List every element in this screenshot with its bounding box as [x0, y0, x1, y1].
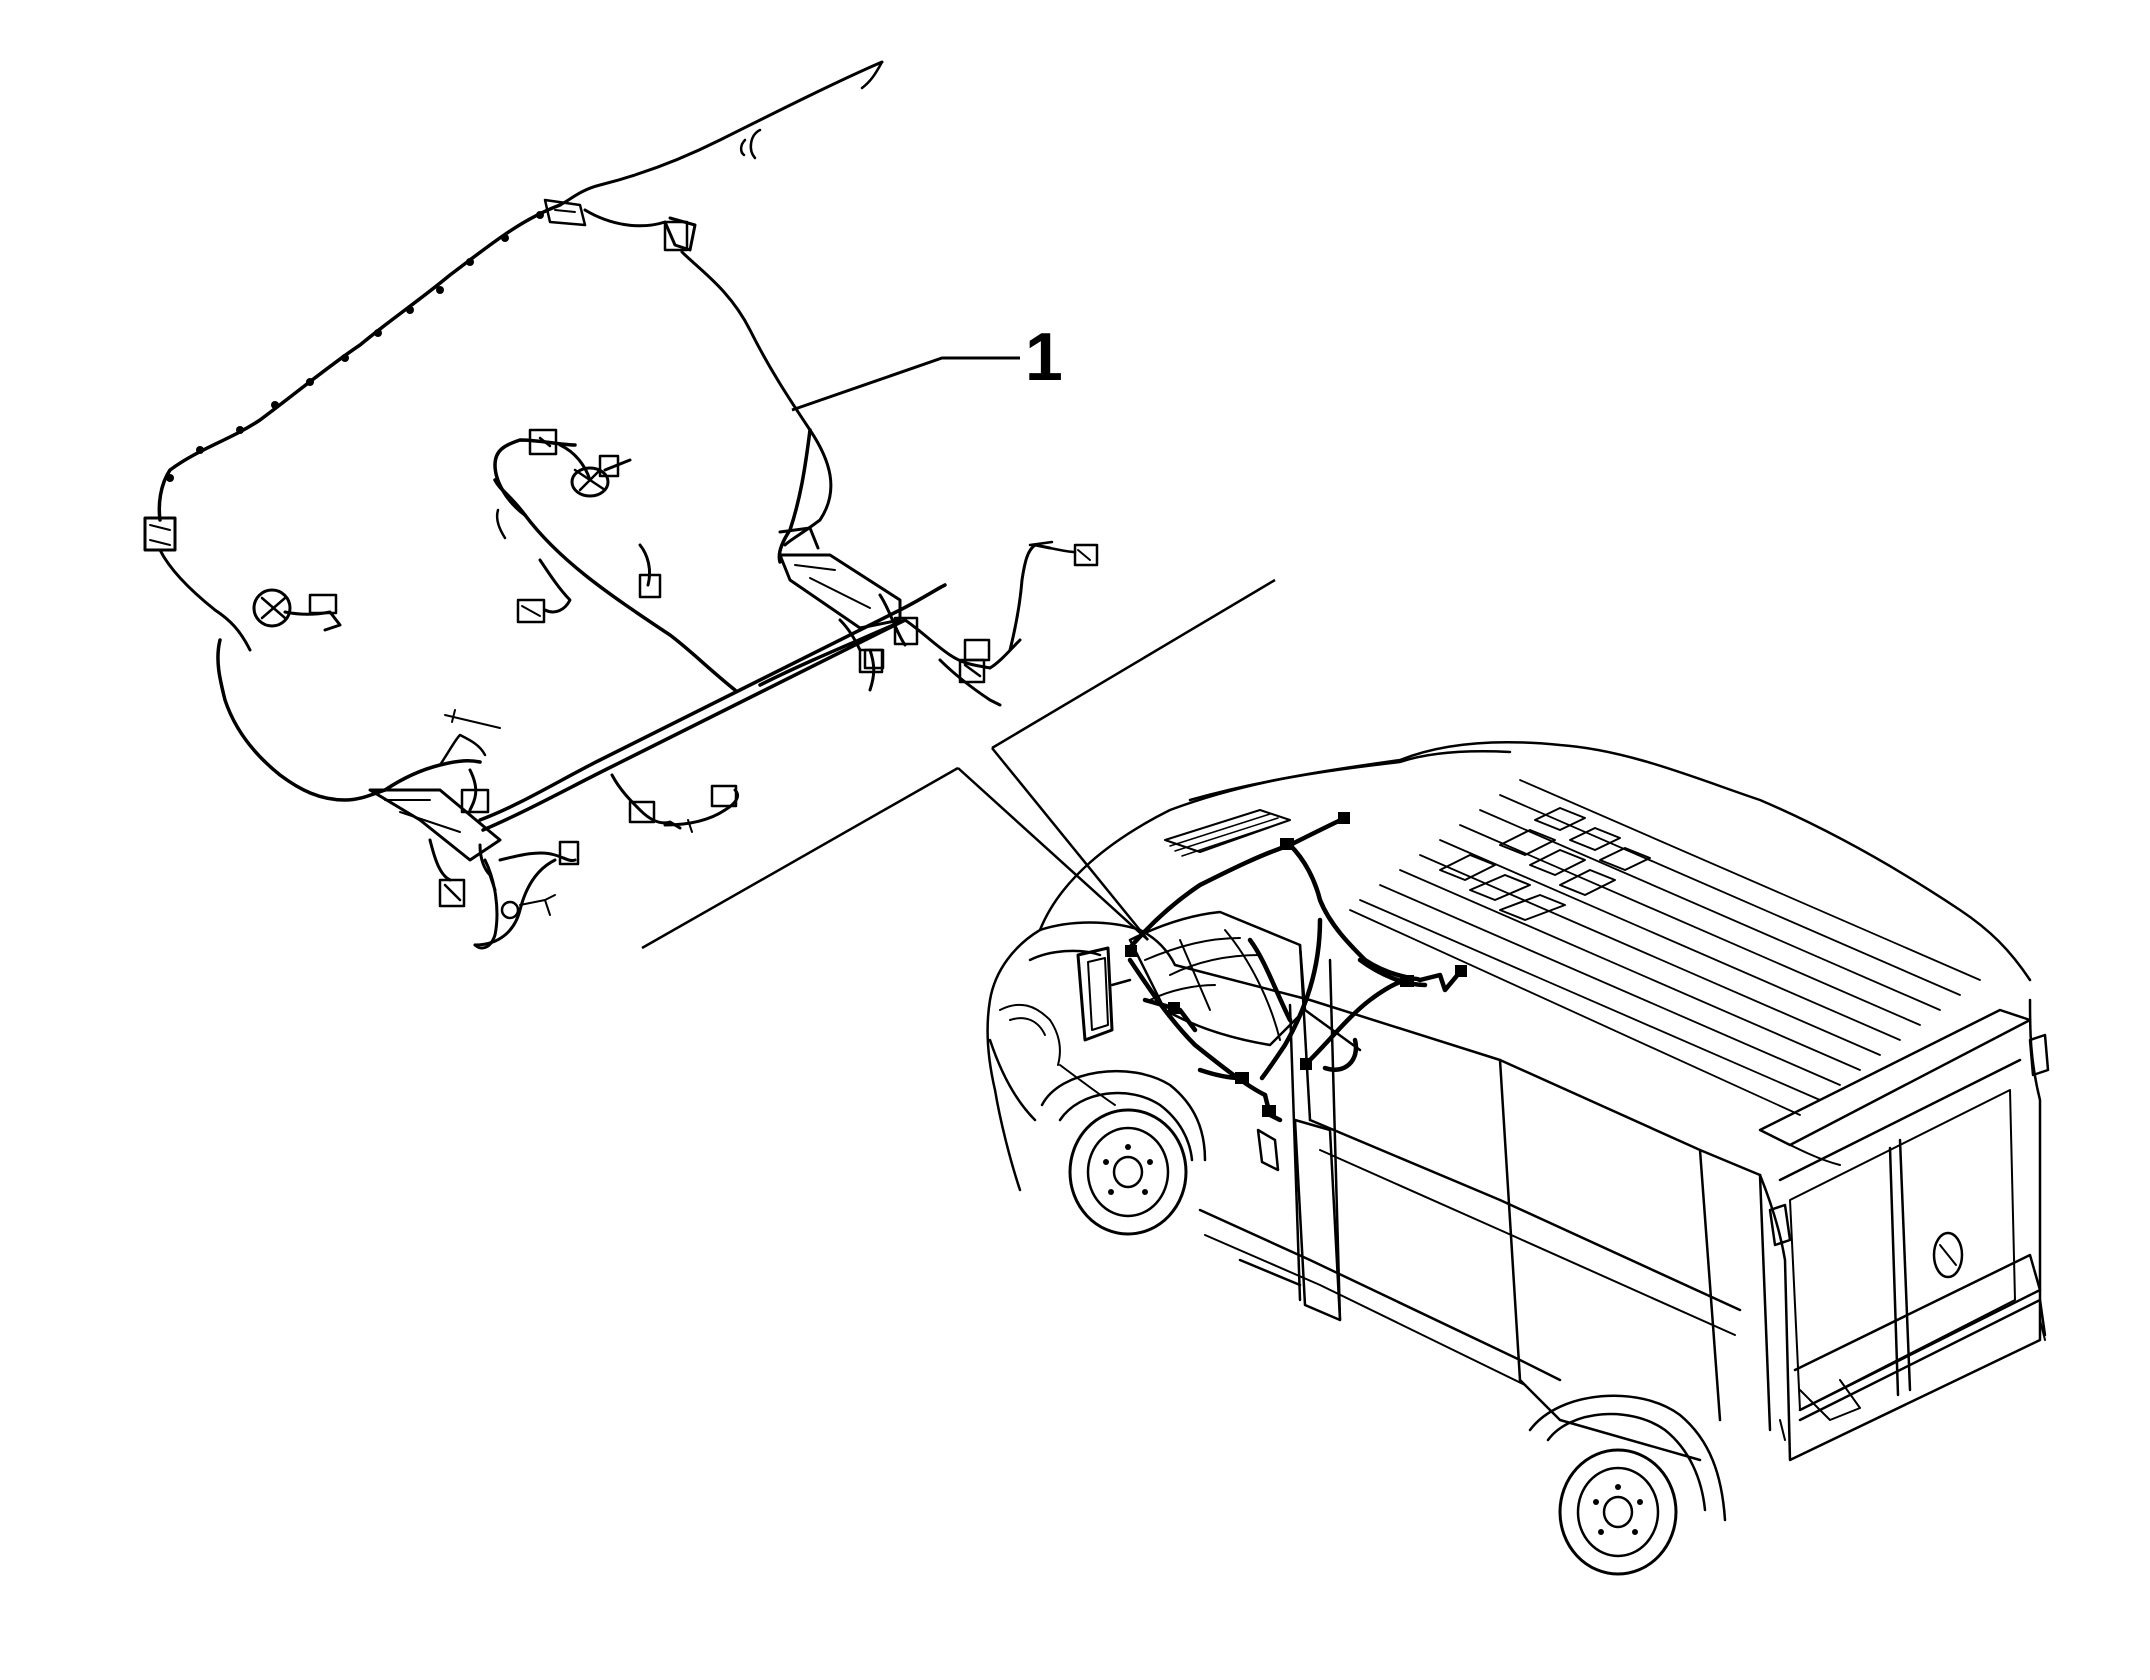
callout-number: 1 — [1025, 319, 1063, 395]
van-body-icon — [986, 740, 2050, 1576]
leader-line — [791, 356, 1020, 412]
projection-lines — [641, 578, 1276, 950]
callout-1: 1 — [791, 319, 1063, 412]
wiring-harness-icon — [143, 60, 1099, 950]
